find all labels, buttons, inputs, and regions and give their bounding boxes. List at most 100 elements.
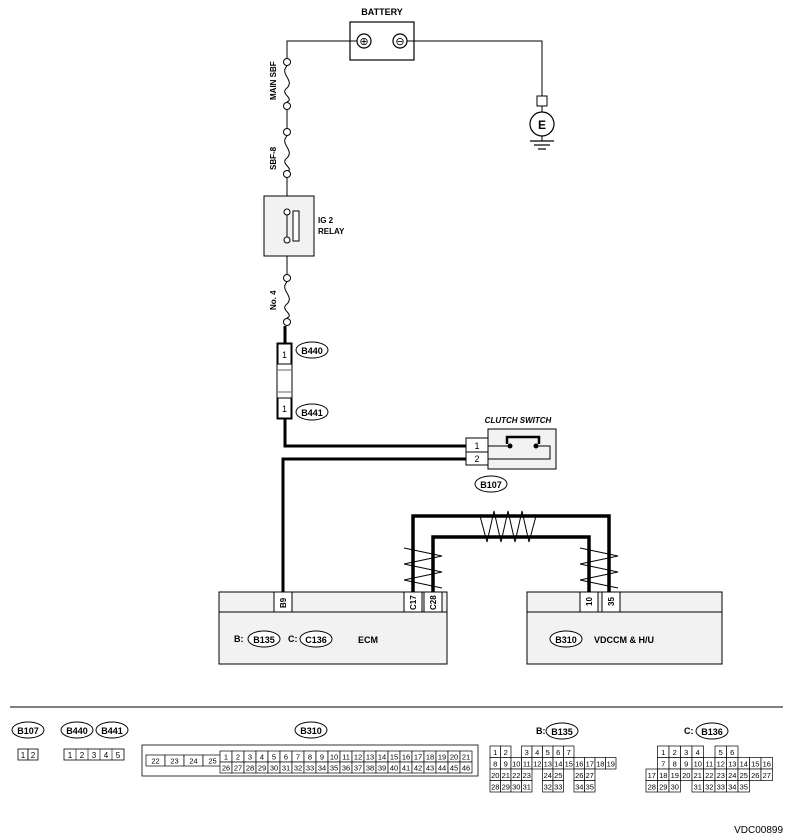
legend-b310-pin: 15 (390, 753, 398, 762)
legend-b310-pin: 17 (414, 753, 422, 762)
wire-battery-negative (407, 40, 543, 96)
legend-b310-pin: 23 (170, 757, 178, 766)
b136-pin: 1 (661, 748, 665, 757)
b441-label: B441 (301, 408, 323, 418)
wire-battery-positive (286, 40, 357, 58)
clutch-switch-contact (505, 435, 541, 444)
b135-pin: 28 (491, 783, 499, 792)
b136-pin: 31 (694, 783, 702, 792)
b135-pin: 31 (523, 783, 531, 792)
clutch-pin-2: 2 (474, 454, 479, 464)
b135-pin: 18 (596, 760, 604, 769)
legend-b310-pin: 11 (342, 753, 350, 762)
b136-pin: 27 (763, 771, 771, 780)
legend-b310-pin: 4 (260, 753, 264, 762)
legend-b310-pin: 19 (438, 753, 446, 762)
b135-pin: 9 (504, 760, 508, 769)
b136-pin: 10 (694, 760, 702, 769)
ecm-c-connector: C136 (305, 635, 327, 645)
relay-contact-bottom (283, 236, 291, 244)
b441-pin: 1 (282, 404, 287, 414)
can-wire-outer (411, 514, 611, 592)
b135-cell (521, 780, 533, 793)
legend-b310-pin: 24 (189, 757, 197, 766)
legend-b310-pin: 33 (306, 764, 314, 773)
sbf8-terminal-bottom (283, 170, 291, 178)
main-sbf-label: MAIN SBF (269, 61, 278, 100)
legend-b441-connector: 1 2 3 4 5 (63, 748, 125, 761)
legend-b310-pin: 39 (378, 764, 386, 773)
legend-b310-pin: 22 (151, 757, 159, 766)
legend-b310-pin: 30 (270, 764, 278, 773)
legend-b441-pin: 2 (80, 751, 85, 760)
ecm-label: ECM (358, 635, 378, 645)
b135-pin: 33 (554, 783, 562, 792)
b135-pin: 21 (502, 771, 510, 780)
b136-pin: 20 (682, 771, 690, 780)
legend-b135-label: B135 (551, 727, 573, 737)
legend-b310-pin: 34 (318, 764, 326, 773)
b135-pin: 23 (523, 771, 531, 780)
b136-pin: 34 (728, 783, 736, 792)
b136-pin: 16 (763, 760, 771, 769)
legend-b310-pin: 14 (378, 753, 386, 762)
ecm-c-prefix: C: (288, 634, 298, 644)
ground-connector (536, 95, 548, 107)
b136-pin: 18 (659, 771, 667, 780)
twist-marks-right (579, 547, 619, 589)
legend-b310-pin: 5 (272, 753, 276, 762)
b135-pin: 7 (567, 748, 571, 757)
b136-pin: 23 (717, 771, 725, 780)
b135-pin: 14 (554, 760, 562, 769)
battery-negative-sign: ⊖ (395, 36, 404, 48)
wire-clutch-2-to-ecm-b9 (281, 457, 466, 592)
legend-b441-label: B441 (101, 726, 123, 736)
b136-pin: 29 (659, 783, 667, 792)
b136-pin: 8 (673, 760, 677, 769)
legend-b440-label: B440 (66, 726, 88, 736)
b107-connector-tag (474, 475, 508, 493)
b135-pin: 24 (544, 771, 552, 780)
legend-b310-pin: 2 (236, 753, 240, 762)
legend-b135-prefix: B: (536, 726, 546, 736)
legend-b310-pin: 18 (426, 753, 434, 762)
twist-marks-left (403, 547, 443, 589)
legend-b310-cell (459, 761, 473, 774)
legend-b310-pin: 9 (320, 753, 324, 762)
main-sbf-terminal-top (283, 58, 291, 66)
b136-pin: 19 (671, 771, 679, 780)
b136-pin: 25 (740, 771, 748, 780)
legend-b310-pin: 7 (296, 753, 300, 762)
b440-label: B440 (301, 346, 323, 356)
b136-cell (737, 780, 750, 793)
b135-pin: 34 (575, 783, 583, 792)
b135-pin: 10 (512, 760, 520, 769)
b136-pin: 35 (740, 783, 748, 792)
legend-b136-prefix: C: (684, 726, 694, 736)
b135-pin: 12 (533, 760, 541, 769)
b135-pin: 17 (586, 760, 594, 769)
legend-b310-pin: 45 (450, 764, 458, 773)
b136-pin: 9 (684, 760, 688, 769)
legend-b310-pin: 27 (234, 764, 242, 773)
sbf8-terminal-top (283, 128, 291, 136)
b135-pin: 3 (525, 748, 529, 757)
b135-pin: 13 (544, 760, 552, 769)
b135-pin: 15 (565, 760, 573, 769)
b441-connector-tag (295, 403, 329, 421)
b136-pin: 11 (705, 760, 713, 769)
b136-pin: 12 (717, 760, 725, 769)
b136-pin: 13 (728, 760, 736, 769)
main-sbf-fuse (284, 65, 290, 103)
can-wire-inner (431, 535, 591, 592)
b136-pin: 28 (648, 783, 656, 792)
main-sbf-terminal-bottom (283, 102, 291, 110)
no4-label: No. 4 (269, 290, 278, 310)
b135-cell (605, 757, 617, 770)
legend-b441-pin: 1 (68, 751, 73, 760)
b135-pin: 32 (544, 783, 552, 792)
b136-pin: 17 (648, 771, 656, 780)
wire-b441-to-clutch-1 (283, 419, 466, 448)
